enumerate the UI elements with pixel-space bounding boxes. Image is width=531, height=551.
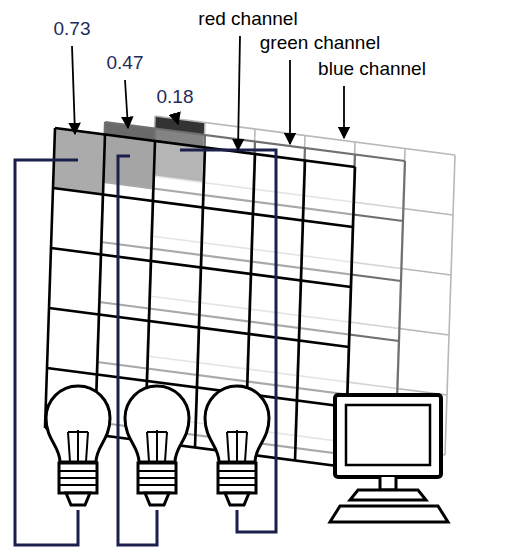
- leader-line: [238, 36, 240, 150]
- monitor-base: [350, 490, 426, 500]
- bulb-icon: [205, 386, 269, 505]
- wire: [180, 150, 276, 532]
- grid-line: [49, 308, 349, 347]
- wires: [15, 150, 276, 545]
- channel-label: red channel: [198, 8, 297, 30]
- pixel-value: 0.47: [107, 52, 144, 74]
- leader-arrows: [72, 36, 344, 150]
- leader-line: [72, 46, 75, 134]
- grid-line: [53, 188, 353, 227]
- grid-line: [295, 161, 305, 461]
- grid-line: [445, 155, 455, 455]
- grid-line: [51, 248, 351, 287]
- leader-line: [289, 60, 291, 144]
- keyboard: [330, 506, 448, 522]
- grid-line: [45, 128, 55, 428]
- channel-label: blue channel: [318, 58, 426, 80]
- grid-line: [55, 128, 355, 167]
- monitor-frame: [335, 395, 441, 477]
- pixel-value: 0.73: [54, 18, 91, 40]
- monitor-neck: [380, 477, 396, 490]
- leader-line: [125, 80, 128, 128]
- monitor-screen: [346, 405, 430, 465]
- monitor-icon: [330, 395, 448, 522]
- grid-line: [195, 148, 205, 448]
- bulb-icon: [46, 386, 110, 505]
- leader-line: [175, 114, 178, 124]
- pixel-value: 0.18: [157, 86, 194, 108]
- leader-line: [343, 86, 345, 138]
- channel-label: green channel: [260, 32, 380, 54]
- grid-line: [95, 135, 105, 435]
- bulb-icon: [125, 386, 189, 505]
